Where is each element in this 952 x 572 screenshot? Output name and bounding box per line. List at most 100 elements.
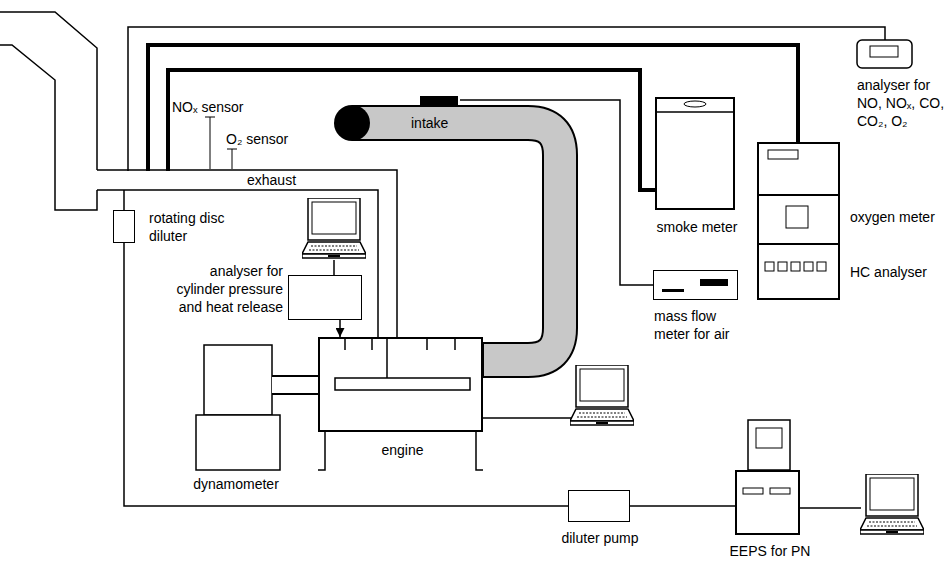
cable: [483, 417, 572, 419]
engine-leg: [476, 432, 483, 470]
drive-shaft: [272, 375, 318, 395]
dyno-upper: [204, 345, 272, 415]
dynamometer: dynamometer: [196, 345, 272, 470]
dyno-lower: [196, 415, 280, 470]
connector: [460, 100, 653, 285]
engine-block: engine: [318, 337, 483, 432]
pipe-wall: [97, 190, 378, 337]
sensor-label: NOₓ sensor: [172, 98, 244, 116]
button: [765, 262, 774, 271]
tube-outline: [352, 123, 560, 360]
intake-pipe: [334, 96, 560, 360]
connector: [630, 505, 735, 507]
instrument: mass flow meter for air: [653, 270, 738, 300]
eeps-slot: [770, 488, 790, 494]
dynamometer-body: [196, 345, 280, 470]
connector-group: [272, 385, 318, 386]
connector-group: [124, 190, 125, 210]
node-label: intake: [411, 114, 448, 132]
air-flow-sensor: [420, 96, 458, 107]
meter-display: [700, 279, 728, 286]
eeps-details: [743, 420, 790, 494]
pipe-wall: [97, 170, 397, 337]
connector: [128, 27, 885, 171]
connector: [124, 243, 568, 506]
node-label: rotating disc diluter: [149, 209, 229, 245]
exhaust-stack: [0, 12, 97, 210]
connector: [168, 70, 655, 190]
laptop: [570, 365, 634, 425]
analyser-body: [857, 40, 912, 68]
cabinet-display: [786, 206, 808, 228]
node-label: engine: [320, 441, 485, 459]
stack-wall: [0, 45, 97, 210]
leader-tick: [227, 149, 237, 150]
instrument: EEPS for PN: [735, 470, 800, 535]
gas-analyser-icon: [857, 40, 912, 68]
cabinet-details: [757, 150, 840, 271]
node-label: analyser for NO, NOₓ, CO, CO₂, O₂: [857, 76, 947, 130]
connector-group: [460, 100, 653, 285]
analyser-box: analyser for cylinder pressure and heat …: [288, 275, 362, 320]
engine-leg: [318, 432, 325, 470]
mass-flow-details: [662, 279, 728, 292]
laptops: [302, 198, 924, 534]
button: [804, 262, 813, 271]
instrument: oxygen meter: [757, 142, 840, 245]
eeps-slot: [743, 488, 763, 494]
node-label: mass flow meter for air: [654, 307, 746, 343]
exhaust-pipe: [97, 170, 397, 337]
tube-opening: [334, 105, 370, 141]
pipe-node: exhaust: [97, 171, 397, 190]
node-label: EEPS for PN: [715, 542, 825, 560]
connector-group: [128, 27, 885, 171]
button: [791, 262, 800, 271]
cable: [800, 507, 861, 509]
connector-group: [630, 506, 735, 507]
connector-group: [124, 243, 568, 506]
button: [778, 262, 787, 271]
connector: [123, 190, 125, 210]
node-label: HC analyser: [850, 263, 927, 281]
connector-group: [168, 70, 655, 190]
diluter-box: rotating disc diluter: [113, 210, 135, 243]
meter-lamp: [684, 101, 706, 107]
leader-line: [210, 117, 211, 169]
instrument: smoke meter: [655, 97, 735, 210]
node-label: smoke meter: [637, 218, 757, 236]
connector: [148, 45, 798, 171]
manifold-riser: [386, 337, 388, 378]
analyser-display: [870, 46, 898, 57]
cabinet-buttons: [765, 262, 826, 271]
node-label: dynamometer: [174, 475, 298, 493]
connector-group: [148, 45, 798, 171]
node-label: diluter pump: [545, 529, 655, 547]
pump-box: diluter pump: [568, 490, 630, 522]
meter-slot: [662, 289, 684, 292]
meter-rim: [655, 111, 735, 113]
pipe-node: intake: [335, 92, 460, 140]
instrument: analyser for NO, NOₓ, CO, CO₂, O₂: [845, 40, 945, 70]
node-label: exhaust: [247, 171, 296, 189]
stack-wall: [0, 12, 97, 170]
cable: [333, 260, 335, 275]
button: [817, 262, 826, 271]
shaft-core: [272, 377, 318, 393]
laptop: [302, 198, 366, 258]
instrument: HC analyser: [757, 243, 840, 300]
laptop: [860, 474, 924, 534]
sensor-label: O₂ sensor: [226, 130, 288, 148]
leader-line: [232, 149, 233, 169]
smoke-meter-details: [655, 101, 735, 112]
manifold: [335, 378, 470, 390]
leader-tick: [205, 117, 215, 118]
eeps-upper: [748, 420, 790, 470]
node-label: oxygen meter: [850, 208, 935, 226]
tube-fill: [352, 123, 560, 360]
cabinet-display: [768, 150, 798, 159]
connector: [339, 320, 341, 337]
node-label: analyser for cylinder pressure and heat …: [165, 262, 283, 316]
